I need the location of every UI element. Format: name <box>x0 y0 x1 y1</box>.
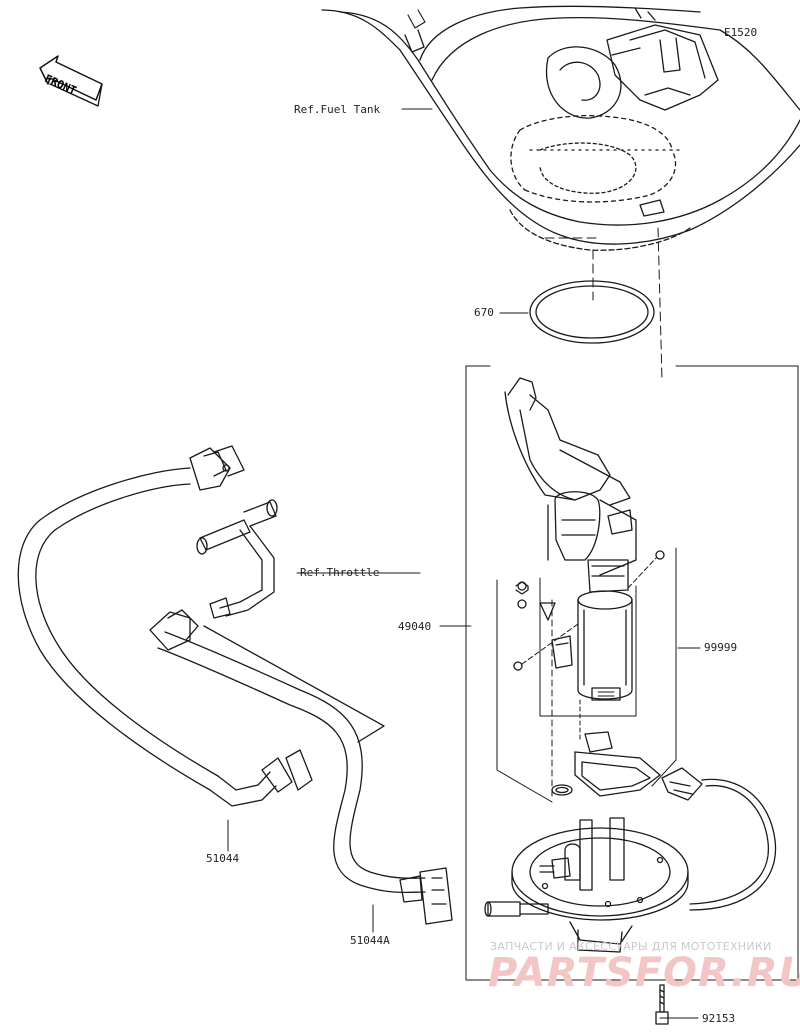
bolt-92153 <box>655 984 669 1025</box>
assembly-bracket <box>465 365 799 981</box>
label-pump-kit-99999: 99999 <box>704 641 738 654</box>
label-pump-assembly-49040: 49040 <box>398 620 432 633</box>
fuel-filter <box>551 731 661 797</box>
front-arrow-icon <box>39 55 103 107</box>
outlet-pipe <box>484 901 549 917</box>
leader-lines <box>227 108 701 1019</box>
diagram-code: E1520 <box>724 26 758 39</box>
fuel-tank-outline <box>321 5 800 251</box>
fuel-hose-51044 <box>17 445 313 807</box>
watermark-brand: PARTSFOR.RU <box>488 950 800 996</box>
fuel-hose-51044A <box>149 609 453 925</box>
label-hose-51044: 51044 <box>206 852 240 865</box>
label-ref-fuel-tank: Ref.Fuel Tank <box>294 103 381 116</box>
label-hose-51044A: 51044A <box>350 934 390 947</box>
watermark-tagline: ЗАПЧАСТИ И АКСЕССУАРЫ ДЛЯ МОТОТЕХНИКИ <box>490 940 772 953</box>
pump-flange-plate <box>511 817 689 953</box>
throttle-fitting <box>196 499 278 619</box>
label-ref-throttle: Ref.Throttle <box>300 566 380 579</box>
o-ring-670 <box>529 280 655 344</box>
wiring-connector <box>661 767 777 911</box>
label-ring-670: 670 <box>474 306 494 319</box>
pump-assembly-49040 <box>504 377 665 801</box>
label-bolt-92153: 92153 <box>702 1012 736 1025</box>
